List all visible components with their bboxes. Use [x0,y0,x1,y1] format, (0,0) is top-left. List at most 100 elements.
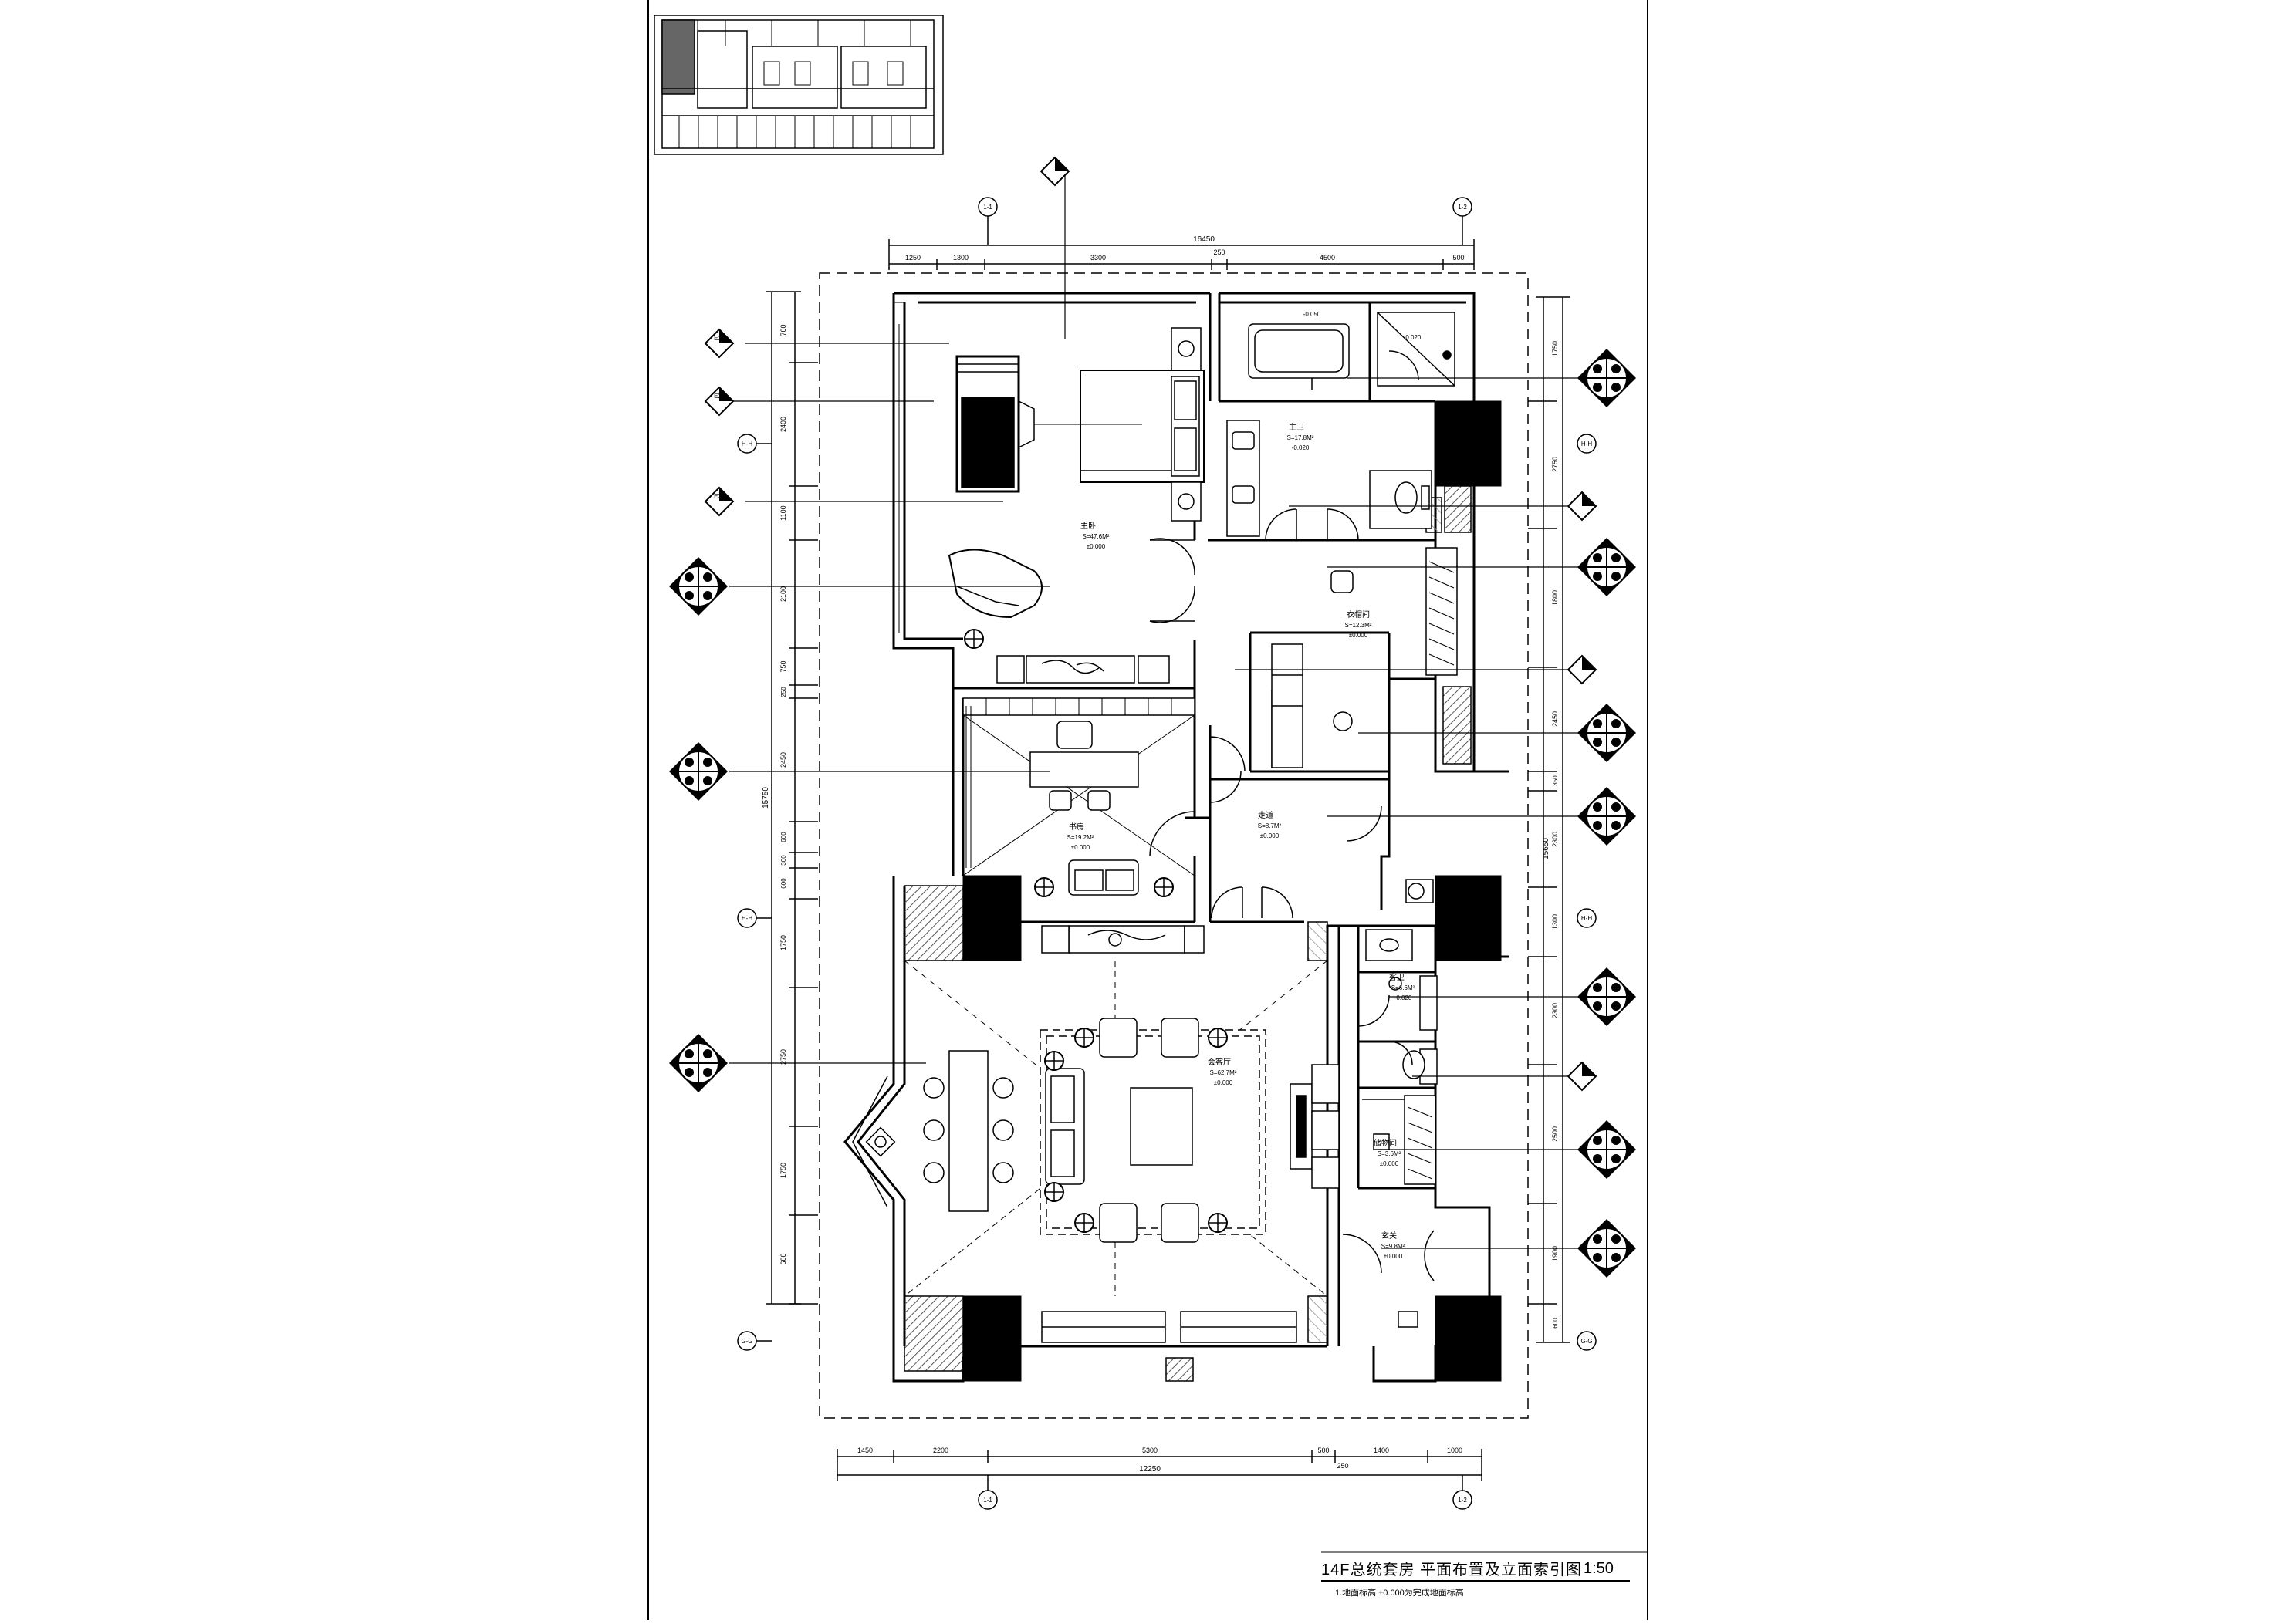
dimension-right [1536,296,1570,1343]
room-bedroom-area: S=47.6M² [1083,533,1110,540]
room-bedroom-name: 主卧 [1080,521,1096,531]
dim-left-seg-11: 1750 [779,935,787,950]
bath-tub-level: -0.050 [1303,311,1321,318]
room-guest-wc-name: 客卫 [1389,972,1405,982]
dimension-top [888,239,1475,270]
grid-axis-h-left: H-H [742,441,752,447]
room-study-name: 书房 [1069,822,1084,832]
dim-right-seg-2: 2750 [1551,457,1559,472]
dim-top-seg-4: 250 [1213,248,1225,256]
dim-left-seg-2: 2400 [779,417,787,432]
dim-left-seg-14: 600 [779,1253,787,1264]
room-entry-area: S=9.8M² [1381,1243,1405,1250]
dimension-right-ticks [1528,400,1557,1305]
room-master-bath-level: -0.020 [1292,444,1310,451]
dim-left-seg-4: 2100 [779,586,787,602]
living-furniture [852,925,1340,1343]
bedroom-lines [894,302,905,633]
elev-tag-e2: E2 [714,393,722,400]
dim-right-seg-3: 1800 [1551,590,1559,606]
scope-boundary [819,272,1529,1419]
room-guest-wc-level: -0.020 [1394,994,1412,1001]
dim-left-seg-8: 600 [780,832,787,842]
dim-right-seg-8: 2300 [1551,1003,1559,1018]
room-entry-level: ±0.000 [1384,1253,1403,1260]
dim-bottom-seg-2: 2200 [933,1447,948,1454]
dim-left-overall: 15750 [762,787,770,809]
key-plan [654,15,944,155]
room-study-area: S=19.2M² [1067,834,1094,841]
dim-bottom-seg-5: 1400 [1374,1447,1389,1454]
dim-right-seg-10: 1900 [1551,1246,1559,1261]
grid-axes [737,197,1597,1510]
room-master-bath-area: S=17.8M² [1287,434,1314,441]
room-closet-area: S=12.3M² [1345,622,1372,629]
sheet-border [647,0,1648,1620]
dim-left-seg-7: 2450 [779,752,787,768]
grid-axis-hmid-left: H-H [742,915,752,922]
room-closet-level: ±0.000 [1349,632,1368,639]
dim-top-seg-3: 3300 [1090,254,1106,262]
room-storage-area: S=3.6M² [1378,1150,1401,1157]
elevation-index-lines [729,171,1586,1249]
dim-left-seg-5: 750 [779,660,787,672]
dim-right-overall: 15650 [1542,838,1550,859]
room-corridor-level: ±0.000 [1260,832,1280,839]
room-bedroom-level: ±0.000 [1087,543,1106,550]
title-block: 14F总统套房 平面布置及立面索引图 1:50 1.地面标高 ±0.000为完成… [1321,1557,1630,1603]
elevation-tags-right [1577,348,1637,1278]
dim-bottom-overall: 12250 [1139,1465,1161,1474]
room-guest-wc-area: S=6.6M² [1391,984,1415,991]
dim-left-seg-10: 600 [780,878,787,889]
bedroom-furniture [948,327,1205,684]
walls [843,292,1509,1383]
dim-top-seg-1: 1250 [905,254,921,262]
dimension-bottom [837,1449,1482,1481]
bath-fixtures [1226,312,1455,541]
room-storage-level: ±0.000 [1380,1160,1399,1167]
dim-right-seg-9: 2500 [1551,1126,1559,1142]
grid-axis-g-right: G-G [1580,1338,1592,1345]
room-entry-name: 玄关 [1381,1231,1397,1241]
dim-right-seg-4: 2450 [1551,711,1559,727]
dim-top-overall: 16450 [1193,235,1215,244]
room-labels: 主卧 S=47.6M² ±0.000 主卫 S=17.8M² -0.020 衣帽… [1067,311,1422,1260]
dim-top-seg-5: 4500 [1320,254,1335,262]
dim-top-seg-2: 1300 [953,254,969,262]
dim-bottom-seg-1: 1450 [857,1447,873,1454]
grid-axis-2-top: 1-2 [1458,204,1467,211]
bedroom-lamps [964,629,984,649]
dim-bottom-seg-4: 500 [1317,1447,1329,1454]
drawing-title: 14F总统套房 平面布置及立面索引图 [1321,1562,1583,1578]
dim-left-seg-12: 2750 [779,1049,787,1065]
dim-top-seg-6: 500 [1452,254,1464,262]
dim-bottom-extra: 250 [1337,1462,1348,1470]
elevation-tags-left [668,556,729,1093]
room-living-name: 会客厅 [1208,1057,1231,1067]
elev-tag-e1: E1 [714,335,722,342]
guest-area-fixtures [1342,879,1438,1328]
study-furniture [962,697,1382,919]
grid-axis-1-top: 1-1 [983,204,992,211]
grid-axis-2-bottom: 1-2 [1458,1497,1467,1504]
shower-level: -0.020 [1404,334,1422,341]
dim-left-seg-13: 1750 [779,1163,787,1178]
room-corridor-area: S=8.7M² [1258,822,1282,829]
dim-bottom-seg-3: 5300 [1142,1447,1158,1454]
dim-right-seg-11: 600 [1552,1318,1559,1329]
room-master-bath-name: 主卫 [1289,423,1304,432]
dim-right-seg-6: 2300 [1551,832,1559,847]
title-underline [1321,1580,1630,1582]
grid-axis-h-right: H-H [1581,441,1592,447]
dim-right-seg-7: 1300 [1551,914,1559,930]
closet-fixtures [1209,547,1458,803]
dimension-left-ticks [789,362,818,1305]
drawing-note: 1.地面标高 ±0.000为完成地面标高 [1335,1589,1464,1598]
dim-left-seg-3: 1100 [779,505,787,520]
room-study-level: ±0.000 [1071,844,1090,851]
drawing-scale: 1:50 [1584,1560,1614,1577]
grid-axis-hmid-right: H-H [1581,915,1592,922]
grid-axis-g-left: G-G [741,1338,752,1345]
